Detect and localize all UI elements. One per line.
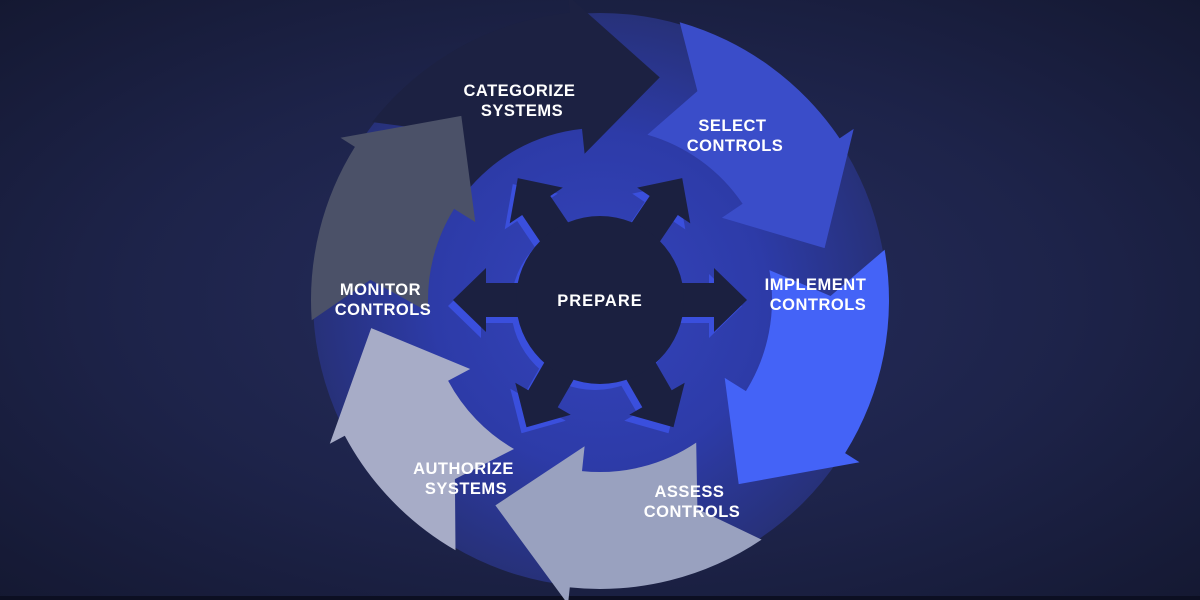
segment-arrow-authorize-systems — [329, 328, 514, 551]
segment-label-select-controls: SELECT CONTROLS — [687, 117, 784, 155]
hub-label-prepare: PREPARE — [557, 292, 643, 310]
cycle-arrows — [310, 0, 889, 600]
segment-arrow-implement-controls — [724, 249, 889, 485]
segment-label-implement-controls: IMPLEMENT CONTROLS — [765, 276, 872, 314]
hub-circle — [516, 216, 684, 384]
segment-arrow-categorize-systems — [372, 0, 660, 195]
segment-label-categorize-systems: CATEGORIZE SYSTEMS — [463, 82, 580, 120]
segment-label-monitor-controls: MONITOR CONTROLS — [335, 281, 432, 319]
bottom-edge-bar — [0, 596, 1200, 600]
segment-label-assess-controls: ASSESS CONTROLS — [644, 483, 741, 521]
prepare-hub — [453, 178, 747, 428]
segment-arrow-assess-controls — [495, 442, 762, 600]
segment-arrow-select-controls — [647, 22, 854, 249]
segment-label-authorize-systems: AUTHORIZE SYSTEMS — [413, 460, 519, 498]
segment-arrow-monitor-controls — [310, 115, 476, 321]
